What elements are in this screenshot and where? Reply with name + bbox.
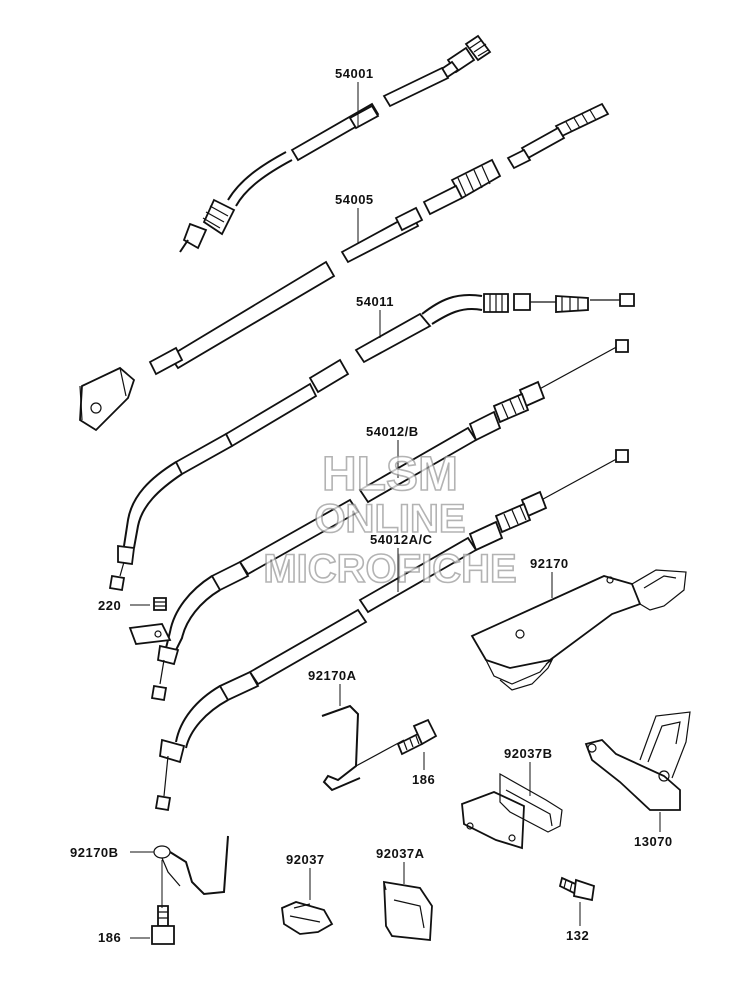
label-92170b[interactable]: 92170B	[70, 845, 119, 860]
label-186-lower[interactable]: 186	[98, 930, 121, 945]
label-54001[interactable]: 54001	[335, 66, 374, 81]
watermark-line-2: ONLINE	[314, 497, 465, 541]
label-132[interactable]: 132	[566, 928, 589, 943]
clip-92037a[interactable]	[383, 880, 433, 941]
label-54011[interactable]: 54011	[356, 294, 394, 309]
cable-54012-ac[interactable]	[150, 449, 629, 812]
label-92037a[interactable]: 92037A	[376, 846, 425, 861]
watermark-line-3: MICROFICHE	[263, 547, 516, 591]
clamp-220[interactable]	[128, 597, 172, 645]
label-220[interactable]: 220	[98, 598, 121, 613]
cable-54001[interactable]	[179, 34, 492, 253]
bracket-92037b[interactable]	[461, 772, 563, 850]
label-54005[interactable]: 54005	[335, 192, 374, 207]
clip-92170b[interactable]	[153, 835, 229, 896]
part-labels: 54001 54005 54011 54012/B 54012A/C 92170…	[70, 66, 673, 945]
watermark: HLSM ONLINE MICROFICHE	[263, 447, 518, 592]
clip-92037[interactable]	[281, 901, 334, 935]
bolt-186-upper[interactable]	[396, 718, 438, 756]
label-92170[interactable]: 92170	[530, 556, 569, 571]
leader-lines	[130, 82, 661, 939]
label-92037b[interactable]: 92037B	[504, 746, 553, 761]
bracket-92170[interactable]	[470, 569, 687, 691]
cable-54011[interactable]	[354, 293, 635, 364]
label-54012-b[interactable]: 54012/B	[366, 424, 419, 439]
label-92037[interactable]: 92037	[286, 852, 325, 867]
label-13070[interactable]: 13070	[634, 834, 673, 849]
label-92170a[interactable]: 92170A	[308, 668, 357, 683]
label-54012-ac[interactable]: 54012A/C	[370, 532, 433, 547]
clip-92170a[interactable]	[321, 704, 405, 792]
cable-54005[interactable]	[79, 102, 610, 432]
label-186-upper[interactable]: 186	[412, 772, 435, 787]
bolt-132[interactable]	[558, 876, 595, 902]
bolt-186-lower[interactable]	[151, 905, 175, 945]
bracket-13070[interactable]	[584, 711, 691, 811]
watermark-line-1: HLSM	[322, 448, 458, 501]
cable-54012-b[interactable]	[108, 339, 629, 592]
